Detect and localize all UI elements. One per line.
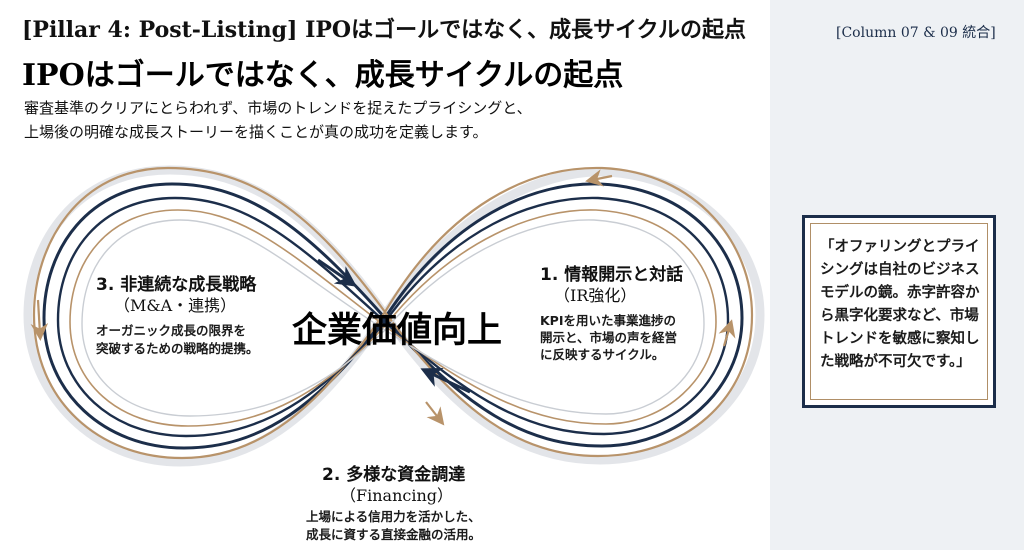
node-3-subtitle: （M&A・連携） bbox=[114, 296, 237, 315]
column-tag: [Column 07 & 09 統合] bbox=[836, 25, 996, 41]
page-title: IPOはゴールではなく、成長サイクルの起点 bbox=[22, 58, 624, 93]
node-2-subtitle: （Financing） bbox=[340, 486, 453, 505]
loop-strand-gold-1 bbox=[32, 166, 754, 460]
arrow-gold-top-right bbox=[585, 169, 613, 187]
infinity-loop-diagram bbox=[23, 165, 765, 467]
node-1-desc-line-3: に反映するサイクル。 bbox=[540, 347, 665, 362]
description-line-1: 審査基準のクリアにとらわれず、市場のトレンドを捉えたプライシングと、 bbox=[24, 99, 532, 117]
node-3-desc-line-2: 突破するための戦略的提携。 bbox=[96, 341, 259, 356]
node-1-subtitle: （IR強化） bbox=[554, 286, 637, 305]
loop-strand-gold-2 bbox=[69, 209, 717, 427]
node-1-desc-line-2: 開示と、市場の声を経営 bbox=[540, 330, 678, 345]
center-label: 企業価値向上 bbox=[292, 310, 503, 351]
loop-strand-silver bbox=[81, 219, 705, 417]
node-2-desc-line-1: 上場による信用力を活かした、 bbox=[306, 509, 481, 524]
arrow-gold-right bbox=[718, 319, 736, 347]
arrow-navy-lower-right bbox=[420, 367, 471, 394]
pillar-header: [Pillar 4: Post-Listing] IPOはゴールではなく、成長サ… bbox=[22, 17, 746, 43]
node-3-desc-line-1: オーガニック成長の限界を bbox=[96, 323, 247, 338]
arrow-gold-lower-center bbox=[425, 401, 445, 426]
quote-box bbox=[802, 215, 996, 408]
loop-strand-navy-2 bbox=[56, 196, 730, 438]
node-2-desc-line-2: 成長に資する直接金融の活用。 bbox=[306, 527, 482, 542]
node-1-desc-line-1: KPIを用いた事業進捗の bbox=[540, 313, 676, 328]
arrow-gold-left bbox=[30, 299, 49, 342]
main-panel: [Pillar 4: Post-Listing] IPOはゴールではなく、成長サ… bbox=[22, 17, 765, 542]
node-2-title: 2. 多様な資金調達 bbox=[322, 465, 466, 485]
loop-strand-navy-1 bbox=[42, 182, 744, 450]
node-3-title: 3. 非連続な成長戦略 bbox=[96, 275, 257, 295]
quote-text: 「オファリングとプライシングは自社のビジネスモデルの鏡。赤字許容から黒字化要求な… bbox=[820, 239, 980, 370]
node-1-title: 1. 情報開示と対話 bbox=[540, 265, 684, 285]
description-line-2: 上場後の明確な成長ストーリーを描くことが真の成功を定義します。 bbox=[24, 123, 488, 141]
arrow-navy-upper-left bbox=[317, 258, 357, 287]
